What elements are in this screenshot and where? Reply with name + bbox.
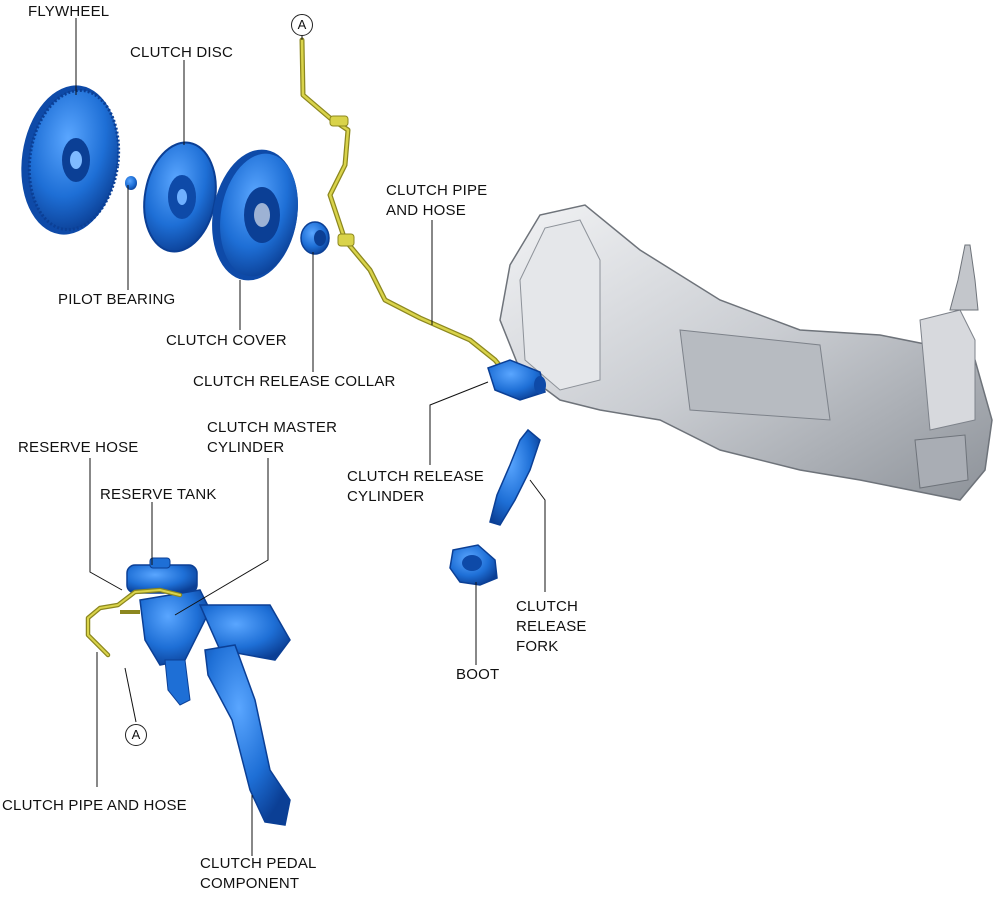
clutch-release-cylinder-part	[487, 359, 546, 401]
clutch-cover-part	[212, 149, 298, 281]
label-flywheel: FLYWHEEL	[28, 3, 110, 20]
label-clutch-pipe-and-hose-top-line1: CLUTCH PIPE	[386, 182, 488, 199]
clutch-release-collar-part	[300, 221, 330, 255]
label-clutch-release-collar: CLUTCH RELEASE COLLAR	[193, 373, 396, 390]
label-clutch-release-cylinder-line2: CYLINDER	[347, 488, 425, 505]
clutch-disc-part	[143, 141, 217, 253]
label-clutch-release-fork-line3: FORK	[516, 638, 559, 655]
clutch-pedal-assembly-part	[126, 557, 291, 826]
transmission-part	[499, 204, 993, 501]
clutch-release-fork-part	[489, 428, 541, 526]
reserve-hose-and-bottom-pipe-part	[85, 587, 183, 658]
label-clutch-disc: CLUTCH DISC	[130, 44, 234, 61]
label-clutch-cover: CLUTCH COVER	[166, 332, 287, 349]
label-clutch-release-cylinder-line1: CLUTCH RELEASE	[347, 468, 485, 485]
label-clutch-pedal-component-line2: COMPONENT	[200, 875, 300, 892]
leader-lines	[75, 18, 546, 856]
reference-marker-a-top: A	[291, 14, 313, 36]
label-pilot-bearing: PILOT BEARING	[58, 291, 176, 308]
label-clutch-pipe-and-hose-top-line2: AND HOSE	[386, 202, 466, 219]
label-clutch-master-cylinder-line2: CYLINDER	[207, 439, 285, 456]
label-clutch-pedal-component-line1: CLUTCH PEDAL	[200, 855, 317, 872]
pilot-bearing-part	[125, 176, 137, 190]
label-clutch-release-fork-line1: CLUTCH	[516, 598, 579, 615]
label-clutch-master-cylinder-line1: CLUTCH MASTER	[207, 419, 338, 436]
reference-marker-a-bottom: A	[125, 724, 147, 746]
label-clutch-release-fork-line2: RELEASE	[516, 618, 587, 635]
label-reserve-hose: RESERVE HOSE	[18, 439, 139, 456]
flywheel-part	[21, 85, 121, 235]
clutch-pipe-and-hose-top-part	[299, 37, 508, 375]
boot-part	[449, 544, 498, 586]
label-boot: BOOT	[456, 666, 500, 683]
label-reserve-tank: RESERVE TANK	[100, 486, 217, 503]
label-clutch-pipe-and-hose-bottom: CLUTCH PIPE AND HOSE	[2, 797, 187, 814]
